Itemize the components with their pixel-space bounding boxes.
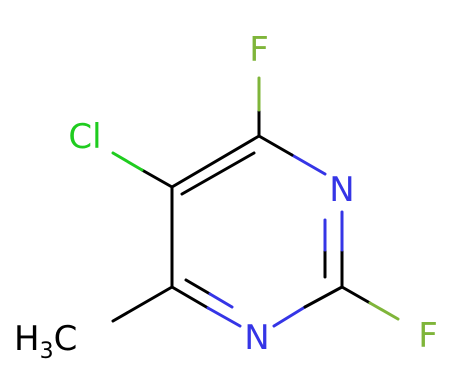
atom-cl: Cl <box>68 117 101 157</box>
bond-n3-c4-n-part <box>290 153 327 176</box>
bond-c4-c5-inner <box>180 151 256 196</box>
bond-c2-f <box>340 285 372 305</box>
bond-c6-n1-inner-n-part <box>208 292 234 309</box>
atom-f-bottom: F <box>418 316 438 356</box>
atom-n-right: N <box>329 170 354 210</box>
methyl-subscript: 3 <box>40 339 54 364</box>
bond-c6-n1-inner <box>184 278 212 296</box>
bond-n1-c2 <box>303 285 344 309</box>
methyl-c: C <box>54 319 78 359</box>
bond-n3-c4 <box>257 134 294 157</box>
bond-c2-f-f-part <box>368 301 400 321</box>
atom-n-bottom: N <box>244 318 269 358</box>
methyl-h: H <box>14 319 40 359</box>
atom-methyl: H3C <box>14 319 77 364</box>
atom-f-top: F <box>249 30 269 70</box>
bond-c4-c5 <box>170 134 261 189</box>
bond-c6-n1 <box>170 285 210 310</box>
bond-c6-n1-n-part <box>206 306 242 328</box>
bond-n1-c2-n-part <box>272 305 307 328</box>
bond-c6-methyl <box>111 285 174 323</box>
bond-c5-cl <box>140 168 174 189</box>
bond-c5-cl-cl-part <box>111 151 144 172</box>
